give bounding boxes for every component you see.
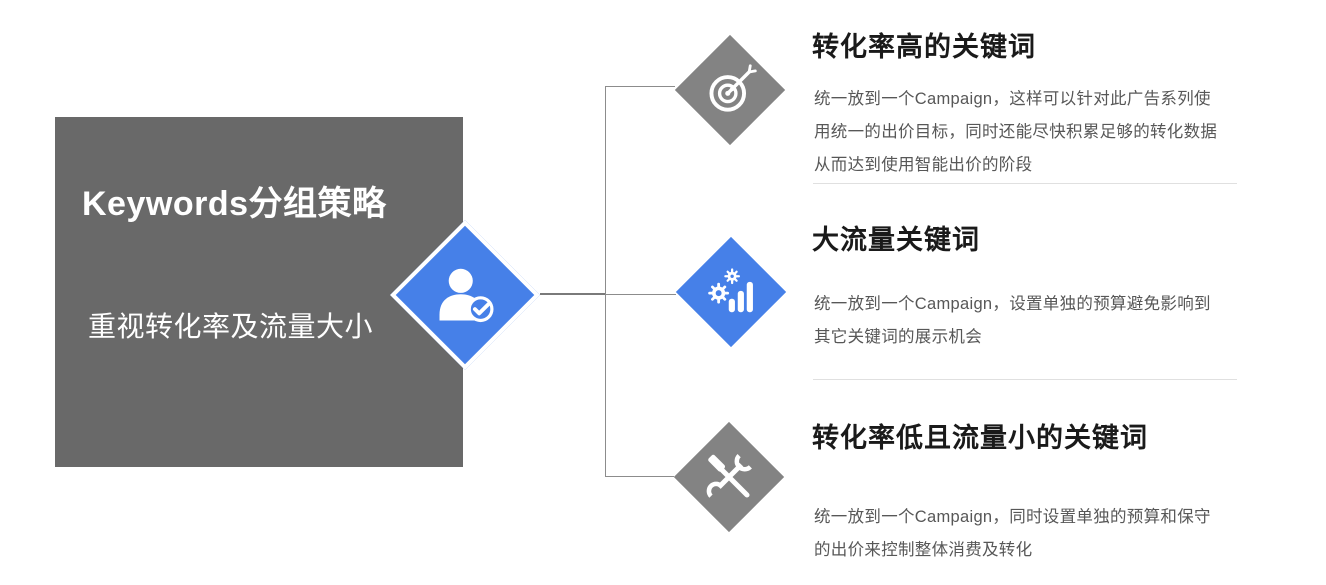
target-dart-icon xyxy=(703,63,757,117)
description-line: 的出价来控制整体消费及转化 xyxy=(814,541,1033,559)
description-line: 统一放到一个Campaign，这样可以针对此广告系列使 xyxy=(814,90,1211,108)
item2-title: 大流量关键词 xyxy=(812,225,980,255)
description-line: 从而达到使用智能出价的阶段 xyxy=(814,156,1033,174)
connector-branch-top xyxy=(605,86,675,87)
connector-trunk xyxy=(605,86,606,476)
description-line: 统一放到一个Campaign，设置单独的预算避免影响到 xyxy=(814,295,1211,313)
description-line: 其它关键词的展示机会 xyxy=(814,328,982,346)
item1-diamond xyxy=(674,34,786,146)
item3-diamond xyxy=(673,421,785,533)
panel-subtitle: 重视转化率及流量大小 xyxy=(88,312,374,343)
description-line: 统一放到一个Campaign，同时设置单独的预算和保守 xyxy=(814,508,1211,526)
connector-branch-bottom xyxy=(605,476,674,477)
item2-description: 统一放到一个Campaign，设置单独的预算避免影响到 其它关键词的展示机会 xyxy=(814,288,1211,354)
center-user-diamond xyxy=(390,220,540,370)
user-check-icon xyxy=(431,261,499,329)
divider xyxy=(813,183,1237,184)
description-line: 用统一的出价目标，同时还能尽快积累足够的转化数据 xyxy=(814,123,1218,141)
item3-description: 统一放到一个Campaign，同时设置单独的预算和保守 的出价来控制整体消费及转… xyxy=(814,501,1211,567)
panel-title: Keywords分组策略 xyxy=(82,185,387,223)
divider xyxy=(813,379,1237,380)
item3-title: 转化率低且流量小的关键词 xyxy=(812,423,1148,453)
connector-branch-middle-b xyxy=(605,294,676,295)
item1-title: 转化率高的关键词 xyxy=(812,32,1036,62)
bar-chart-gears-icon xyxy=(704,265,758,319)
connector-branch-middle-a xyxy=(540,293,605,295)
hammer-wrench-icon xyxy=(702,450,756,504)
item2-diamond xyxy=(675,236,787,348)
item1-description: 统一放到一个Campaign，这样可以针对此广告系列使 用统一的出价目标，同时还… xyxy=(814,83,1217,182)
